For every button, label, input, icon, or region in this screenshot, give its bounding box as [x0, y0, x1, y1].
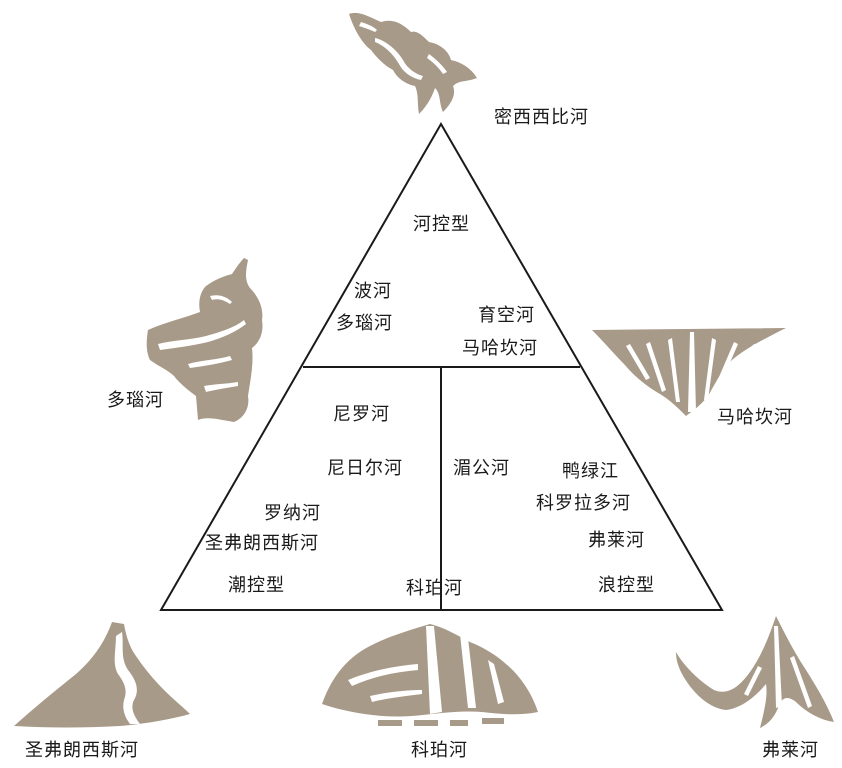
river-label: 马哈坎河	[462, 338, 538, 359]
river-label: 鸭绿江	[562, 461, 619, 482]
wave-dominated-type-label: 浪控型	[598, 575, 655, 596]
fly-delta-sketch	[676, 616, 834, 728]
river-label: 科罗拉多河	[536, 493, 631, 514]
river-label: 罗纳河	[264, 503, 321, 524]
river-label: 尼罗河	[333, 404, 390, 425]
river-dominated-type-label: 河控型	[413, 214, 470, 235]
river-label: 多瑙河	[336, 313, 393, 334]
sao-francisco-caption: 圣弗朗西斯河	[25, 740, 139, 761]
river-label: 圣弗朗西斯河	[205, 533, 319, 554]
tide-dominated-type-label: 潮控型	[228, 575, 285, 596]
mahakam-delta-sketch	[592, 328, 786, 416]
river-label: 弗莱河	[588, 530, 645, 551]
fly-caption: 弗莱河	[762, 740, 819, 761]
danube-delta-sketch	[146, 258, 263, 422]
river-label: 科珀河	[406, 578, 463, 599]
copper-caption: 科珀河	[411, 740, 468, 761]
mississippi-caption: 密西西比河	[494, 107, 589, 128]
mississippi-delta-sketch	[349, 12, 477, 115]
river-label: 尼日尔河	[327, 458, 403, 479]
danube-caption: 多瑙河	[107, 390, 164, 411]
river-label: 波河	[354, 281, 392, 302]
sao-francisco-delta-sketch	[14, 622, 190, 728]
mahakam-caption: 马哈坎河	[717, 407, 793, 428]
river-label: 育空河	[478, 305, 535, 326]
river-label: 湄公河	[453, 458, 510, 479]
copper-delta-sketch	[322, 624, 538, 726]
